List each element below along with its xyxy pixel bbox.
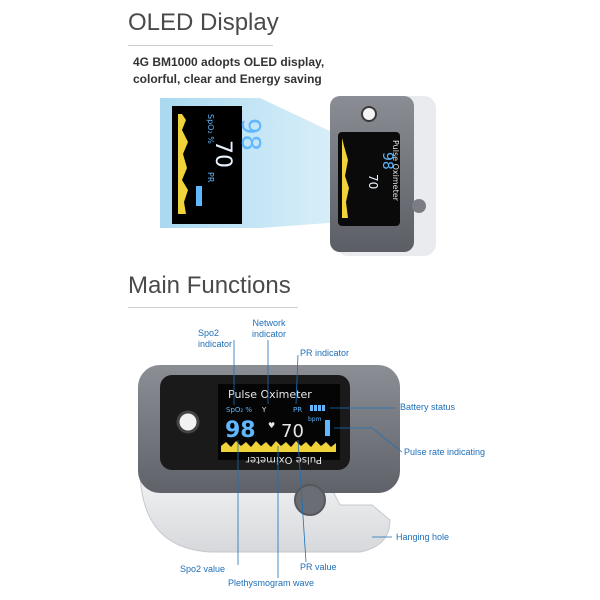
oled-zoom-illustration: 98 70 SpO₂ % PR 98 70 Pulse Oximeter (160, 96, 436, 256)
label-spo2-value: Spo2 value (180, 564, 226, 574)
callout-lines (233, 340, 403, 578)
device-screen (338, 132, 400, 226)
enlarged-spo2-label: SpO₂ % (206, 114, 215, 144)
battery-icon (310, 405, 325, 411)
enlarged-wave (178, 114, 188, 214)
pulse-bar (325, 420, 330, 436)
oled-description-line1: 4G BM1000 adopts OLED display, (133, 55, 325, 69)
enlarged-pr-value: 70 (210, 140, 235, 168)
label-battery-status: Battery status (400, 402, 456, 412)
network-icon: Y (261, 406, 267, 414)
device-pr-value: 70 (366, 174, 380, 189)
enlarged-spo2-value: 98 (235, 118, 265, 151)
screen-spo2-label: SpO₂ % (226, 406, 252, 414)
plethysmogram-wave (221, 441, 336, 452)
screen-pr-label: PR (293, 406, 302, 414)
section-title-functions: Main Functions (128, 272, 291, 299)
label-hanging-hole: Hanging hole (396, 532, 450, 542)
label-network-indicator-l2: indicator (251, 329, 287, 339)
device-label: Pulse Oximeter (391, 140, 400, 202)
label-plethysmogram-wave: Plethysmogram wave (228, 578, 315, 588)
label-network-indicator-l1: Network (252, 318, 286, 328)
oled-description-line2: colorful, clear and Energy saving (133, 72, 322, 86)
label-spo2-indicator-l1: Spo2 (198, 328, 220, 338)
power-button (294, 484, 326, 516)
functions-divider (128, 307, 298, 308)
device-button (412, 199, 426, 213)
device-spo2-value: 98 (379, 152, 395, 170)
label-pr-value: PR value (300, 562, 337, 572)
screen-pr-value: 70 (281, 421, 304, 442)
screen-bpm-label: bpm (308, 416, 322, 423)
label-spo2-indicator: Spo2 indicator (198, 328, 232, 350)
face-hanging-hole (176, 410, 200, 434)
section-title-oled: OLED Display (128, 9, 279, 36)
screen-mirrored-label: Pulse Oximeter (245, 454, 322, 465)
enlarged-pr-label: PR (206, 172, 215, 183)
device-hanging-hole (361, 106, 377, 122)
device-wave (342, 138, 349, 218)
oled-description: 4G BM1000 adopts OLED display, colorful,… (133, 54, 373, 88)
label-spo2-indicator-l2: indicator (198, 339, 233, 349)
heart-icon: ♥ (268, 421, 275, 430)
label-network-indicator: Network indicator (246, 318, 292, 340)
enlarged-pulse-bar (196, 186, 202, 206)
label-pr-indicator: PR indicator (300, 348, 350, 358)
screen-device-label: Pulse Oximeter (228, 388, 312, 401)
title-divider (128, 45, 273, 46)
label-pulse-rate-indicating: Pulse rate indicating (404, 447, 486, 457)
screen-spo2-value: 98 (225, 418, 256, 443)
